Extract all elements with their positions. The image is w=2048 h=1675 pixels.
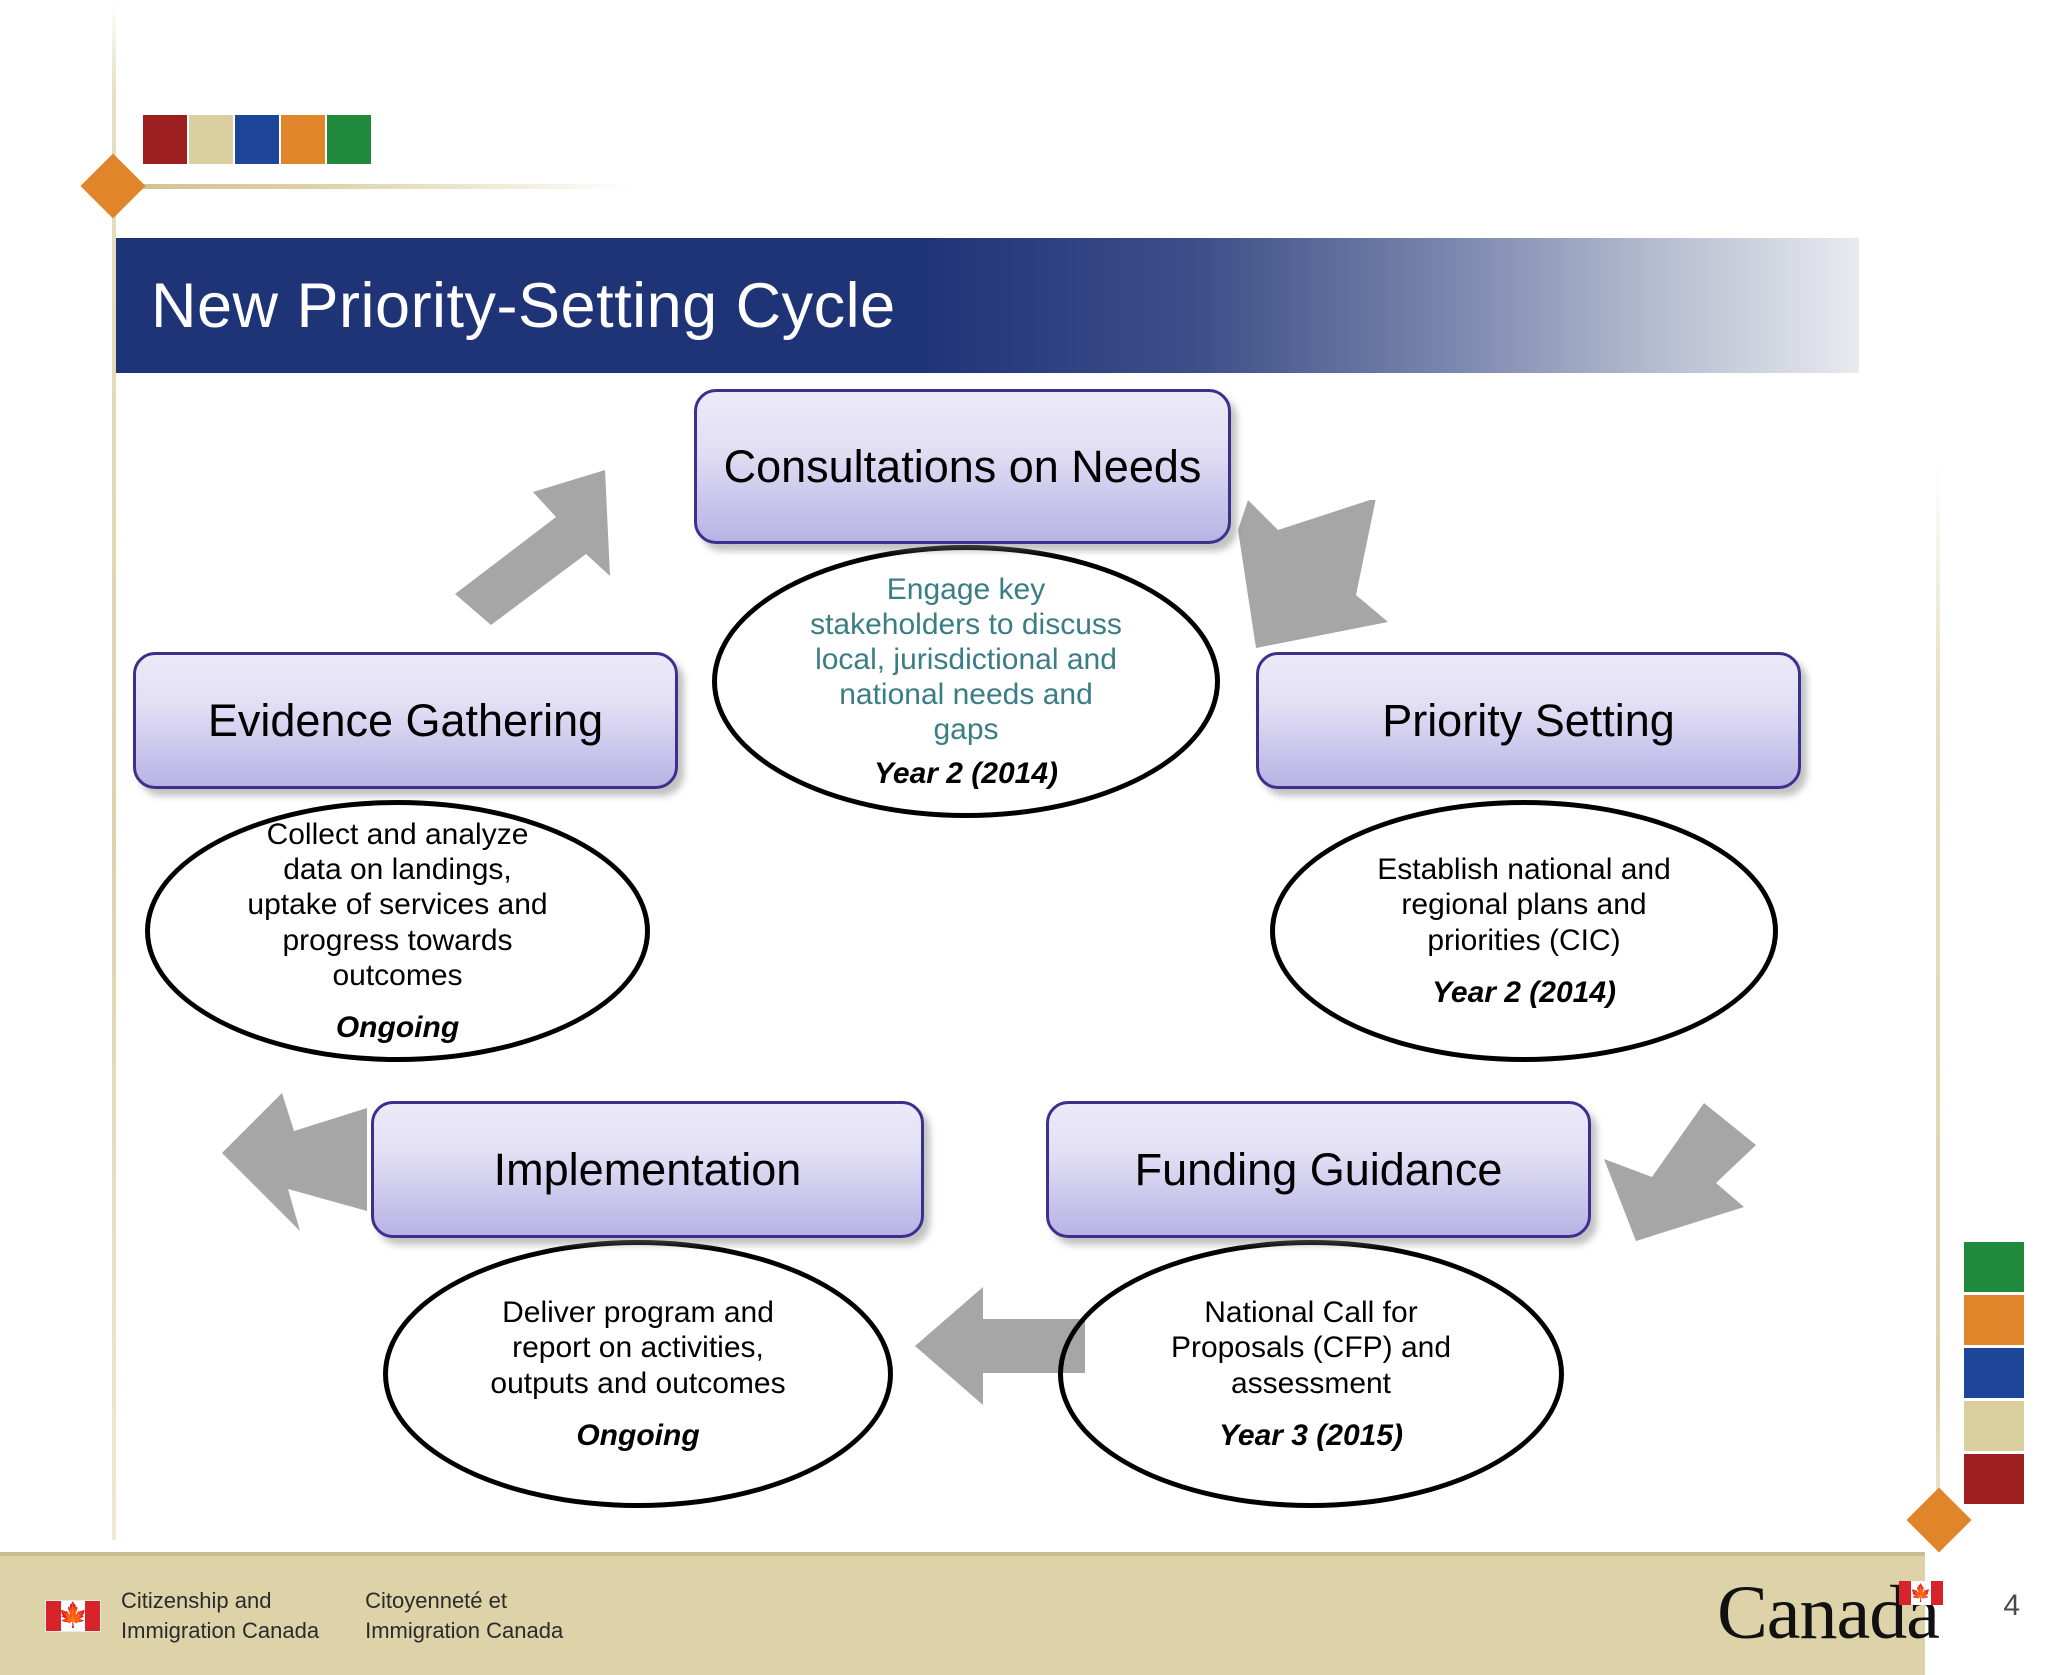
color-chip-strip-top <box>143 115 371 164</box>
color-chip-strip-right <box>1964 1242 2024 1504</box>
implementation-detail-text: Deliver program and report on activities… <box>490 1296 786 1400</box>
evidence-timing: Ongoing <box>335 1010 460 1044</box>
diamond-accent-bottom-right <box>1906 1487 1972 1553</box>
footer-band <box>0 1556 1925 1675</box>
priority-timing: Year 2 (2014) <box>1431 975 1616 1009</box>
footer-divider <box>0 1552 1925 1556</box>
chip-blue <box>1964 1348 2024 1398</box>
arrow-consultations-to-priority <box>1238 500 1413 655</box>
stage-label-funding-guidance: Funding Guidance <box>1134 1143 1503 1195</box>
slide-title-banner: New Priority-Setting Cycle <box>116 238 1859 373</box>
chip-dark-red <box>1964 1454 2024 1504</box>
arrow-evidence-to-consultations <box>455 470 625 625</box>
page-title: New Priority-Setting Cycle <box>151 270 896 341</box>
stage-box-implementation[interactable]: Implementation <box>371 1101 924 1238</box>
chip-blue <box>235 115 279 164</box>
stage-box-evidence-gathering[interactable]: Evidence Gathering <box>133 652 678 789</box>
chip-orange <box>1964 1295 2024 1345</box>
stage-label-evidence-gathering: Evidence Gathering <box>207 694 604 746</box>
chip-orange <box>281 115 325 164</box>
ellipse-funding-detail: National Call for Proposals (CFP) and as… <box>1058 1240 1564 1508</box>
stage-label-consultations: Consultations on Needs <box>723 440 1202 492</box>
implementation-timing: Ongoing <box>576 1418 700 1452</box>
arrow-priority-to-funding <box>1596 1103 1756 1263</box>
chip-tan <box>189 115 233 164</box>
consultations-timing: Year 2 (2014) <box>873 757 1058 791</box>
maple-leaf-icon: 🍁 <box>1910 1583 1932 1603</box>
evidence-detail-text: Collect and analyze data on landings, up… <box>247 818 548 992</box>
chip-tan <box>1964 1401 2024 1451</box>
stage-box-consultations[interactable]: Consultations on Needs <box>694 389 1231 544</box>
stage-label-priority-setting: Priority Setting <box>1382 694 1675 746</box>
cic-signature: 🍁 Citizenship and Immigration Canada Cit… <box>45 1586 563 1645</box>
canadian-flag-icon: 🍁 <box>45 1599 101 1632</box>
ellipse-consultations-detail: Engage key stakeholders to discuss local… <box>712 545 1220 818</box>
department-name-fr: Citoyenneté et Immigration Canada <box>365 1588 564 1643</box>
canada-wordmark-flag-icon: 🍁 <box>1899 1580 1943 1605</box>
ellipse-implementation-detail: Deliver program and report on activities… <box>383 1240 893 1508</box>
consultations-detail-text: Engage key stakeholders to discuss local… <box>810 572 1122 747</box>
chip-green <box>327 115 371 164</box>
stage-box-funding-guidance[interactable]: Funding Guidance <box>1046 1101 1591 1238</box>
funding-detail-text: National Call for Proposals (CFP) and as… <box>1170 1296 1452 1400</box>
priority-detail-text: Establish national and regional plans an… <box>1377 853 1671 957</box>
chip-dark-red <box>143 115 187 164</box>
chip-green <box>1964 1242 2024 1292</box>
department-name-en: Citizenship and Immigration Canada <box>121 1588 320 1643</box>
left-vertical-rule <box>112 0 116 1540</box>
diamond-accent-top-left <box>80 153 146 219</box>
arrow-funding-to-implementation <box>915 1287 1085 1405</box>
ellipse-priority-detail: Establish national and regional plans an… <box>1270 800 1778 1062</box>
stage-label-implementation: Implementation <box>493 1143 802 1195</box>
top-horizontal-rule <box>116 184 636 189</box>
arrow-implementation-to-evidence <box>222 1093 367 1248</box>
right-vertical-rule <box>1936 0 1940 1540</box>
ellipse-evidence-detail: Collect and analyze data on landings, up… <box>145 800 650 1062</box>
stage-box-priority-setting[interactable]: Priority Setting <box>1256 652 1801 789</box>
funding-timing: Year 3 (2015) <box>1218 1418 1403 1452</box>
page-number: 4 <box>2003 1589 2020 1622</box>
maple-leaf-icon: 🍁 <box>58 1601 88 1629</box>
canada-wordmark: Canada 🍁 <box>1717 1575 1943 1651</box>
